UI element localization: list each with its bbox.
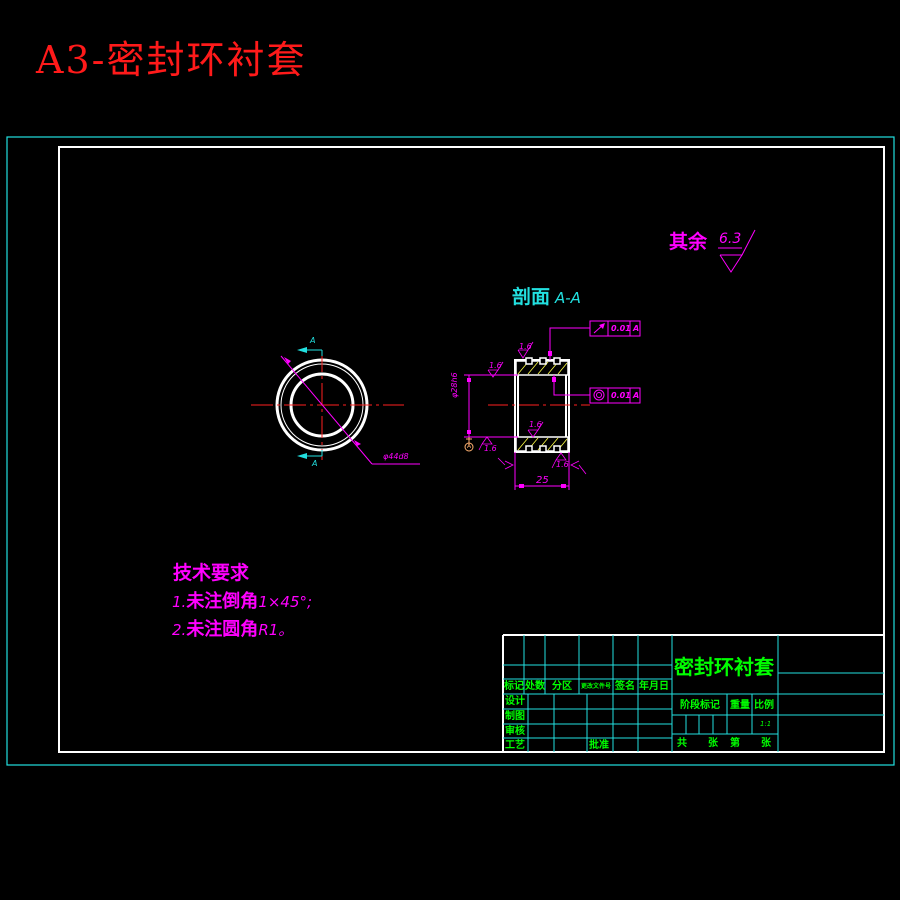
tech-requirements-title: 技术要求 <box>173 562 250 584</box>
tech-requirement-1-value: 1×45°; <box>258 593 313 611</box>
tb-row-design: 设计 <box>505 696 525 707</box>
section-diameter-dim: φ28h6 <box>450 372 459 398</box>
title-block-grid <box>502 634 884 752</box>
section-view <box>464 320 641 490</box>
roughness-mark-3: 1.6 <box>529 420 542 429</box>
concentricity-datum: A <box>633 391 640 400</box>
concentricity-value: 0.01 <box>611 391 631 400</box>
roughness-mark-2: 1.6 <box>489 361 502 370</box>
tb-sheet-number: 第 <box>730 738 740 749</box>
section-marker-bottom: A <box>312 459 318 468</box>
runout-datum: A <box>633 324 640 333</box>
tech-requirement-2: 2.未注圆角R1。 <box>172 621 293 639</box>
tech-requirement-1-num: 1. <box>172 593 187 611</box>
page-title: A3-密封环衬套 <box>36 38 307 82</box>
general-roughness-value: 6.3 <box>719 231 742 247</box>
tb-row-review: 审核 <box>505 726 525 737</box>
front-view <box>251 347 420 465</box>
tb-sheet-unit-1: 张 <box>708 738 718 749</box>
tech-requirement-2-value: R1。 <box>258 621 294 639</box>
tech-requirement-1: 1.未注倒角1×45°; <box>172 593 312 611</box>
tb-sheet-total: 共 <box>677 738 687 749</box>
roughness-symbol-icon <box>718 229 756 273</box>
tb-header-zone: 分区 <box>552 681 572 692</box>
tb-scale-label: 比例 <box>754 700 774 711</box>
tb-weight: 重量 <box>730 700 750 711</box>
outer-border <box>6 136 895 766</box>
drawing-frame <box>58 146 885 753</box>
tech-requirement-1-text: 未注倒角 <box>186 591 259 612</box>
tech-requirement-2-text: 未注圆角 <box>186 619 259 640</box>
tb-stage-mark: 阶段标记 <box>680 700 720 711</box>
section-title: 剖面 <box>512 286 551 308</box>
tb-row-drawing: 制图 <box>505 711 525 722</box>
roughness-mark-1: 1.6 <box>519 342 532 351</box>
tb-header-date: 年月日 <box>639 681 669 692</box>
title-block-part-name: 密封环衬套 <box>674 655 774 679</box>
tech-requirement-2-num: 2. <box>172 621 187 639</box>
roughness-mark-5: 1.6 <box>556 460 569 469</box>
runout-arrow-icon <box>593 323 605 334</box>
concentricity-icon <box>593 389 605 401</box>
runout-value: 0.01 <box>611 324 631 333</box>
datum-label: A <box>467 443 472 450</box>
section-marker-top: A <box>310 336 316 345</box>
tb-sheet-unit-2: 张 <box>761 738 771 749</box>
tb-header-signature: 签名 <box>615 681 635 692</box>
length-dim: 25 <box>536 475 549 486</box>
section-id: A-A <box>555 289 581 307</box>
general-roughness-label: 其余 <box>669 231 708 253</box>
roughness-mark-4: 1.6 <box>484 444 497 453</box>
tb-approve: 批准 <box>589 740 609 751</box>
front-diameter-dim: φ44d8 <box>383 452 409 461</box>
tb-header-count: 处数 <box>525 681 545 692</box>
tb-scale-value: 1:1 <box>760 720 772 728</box>
tb-row-process: 工艺 <box>505 740 525 751</box>
tb-header-mark: 标记 <box>504 681 524 692</box>
tb-header-change-doc: 更改文件号 <box>581 683 612 690</box>
